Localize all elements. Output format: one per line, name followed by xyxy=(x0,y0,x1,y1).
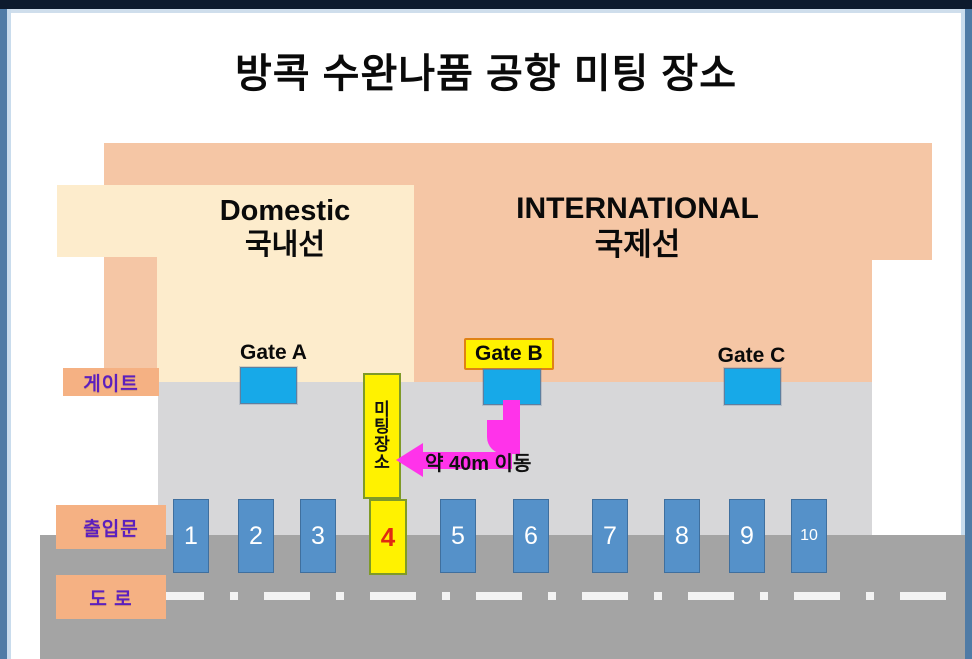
entrance-door-10[interactable]: 10 xyxy=(791,499,827,573)
meeting-point-sign-char-1: 팅 xyxy=(374,417,390,437)
lane-dot xyxy=(866,592,874,600)
lane-dash xyxy=(794,592,840,600)
row-label-road: 도 로 xyxy=(56,575,166,619)
frame-top-edge xyxy=(7,9,965,13)
row-label-gate: 게이트 xyxy=(63,368,159,396)
frame-left-inner-edge xyxy=(7,9,11,659)
domestic-label-en: Domestic xyxy=(219,195,351,227)
international-terminal-heading: INTERNATIONAL 국제선 xyxy=(425,192,850,262)
frame-right-inner-edge xyxy=(961,9,965,659)
domestic-terminal-shape-bottom xyxy=(157,257,414,382)
lane-dash xyxy=(370,592,416,600)
lane-dash xyxy=(158,592,204,600)
gate-b-door[interactable] xyxy=(483,369,541,405)
meeting-point-sign-char-3: 소 xyxy=(374,452,390,472)
entrance-door-7[interactable]: 7 xyxy=(592,499,628,573)
international-label-en: INTERNATIONAL xyxy=(516,192,759,225)
entrance-door-6[interactable]: 6 xyxy=(513,499,549,573)
row-label-door: 출입문 xyxy=(56,505,166,549)
entrance-door-4[interactable]: 4 xyxy=(369,499,407,575)
entrance-door-8[interactable]: 8 xyxy=(664,499,700,573)
entrance-door-2[interactable]: 2 xyxy=(238,499,274,573)
entrance-door-5[interactable]: 5 xyxy=(440,499,476,573)
route-distance-label: 약 40m 이동 xyxy=(425,453,532,475)
lane-dot xyxy=(654,592,662,600)
frame-right-edge xyxy=(965,9,972,659)
lane-dot xyxy=(336,592,344,600)
route-arrow-horizontal-segment xyxy=(420,452,512,469)
gate-a-label: Gate A xyxy=(240,341,307,364)
frame-left-edge xyxy=(0,9,7,659)
meeting-point-sign-char-0: 미 xyxy=(374,399,390,419)
meeting-point-sign-char-2: 장 xyxy=(374,435,390,454)
lane-dot xyxy=(442,592,450,600)
domestic-label-kr: 국내선 xyxy=(244,229,326,262)
lane-dot xyxy=(760,592,768,600)
window-topbar xyxy=(0,0,972,9)
lane-dash xyxy=(900,592,946,600)
lane-dash xyxy=(688,592,734,600)
entrance-door-1[interactable]: 1 xyxy=(173,499,209,573)
entrance-door-9[interactable]: 9 xyxy=(729,499,765,573)
domestic-terminal-heading: Domestic 국내선 xyxy=(155,195,415,262)
domestic-terminal-shape-top xyxy=(57,185,414,257)
lane-dot xyxy=(230,592,238,600)
gate-b-label-highlighted[interactable]: Gate B xyxy=(464,338,554,370)
route-arrow-head-icon xyxy=(396,443,423,477)
route-arrow-corner xyxy=(487,420,520,454)
page-title: 방콕 수완나품 공항 미팅 장소 xyxy=(234,52,738,96)
lane-dash xyxy=(476,592,522,600)
lane-dash xyxy=(264,592,310,600)
gate-c-door[interactable] xyxy=(724,368,781,405)
lane-dash xyxy=(582,592,628,600)
lane-dot xyxy=(548,592,556,600)
gate-a-door[interactable] xyxy=(240,367,297,404)
entrance-door-3[interactable]: 3 xyxy=(300,499,336,573)
road-lane-markings xyxy=(158,592,965,600)
international-label-kr: 국제선 xyxy=(594,226,681,262)
gate-c-label: Gate C xyxy=(717,344,786,367)
